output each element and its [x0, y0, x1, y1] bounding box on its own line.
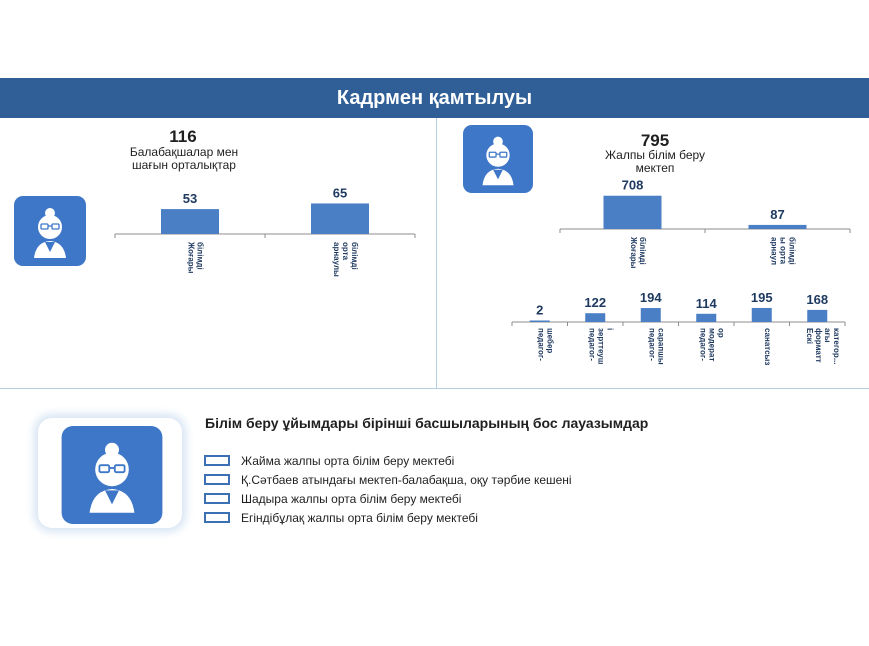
- bar: [161, 209, 219, 234]
- category-label-line: і: [605, 328, 614, 330]
- vacancy-card: [38, 418, 182, 528]
- school-total: 795: [640, 131, 670, 150]
- vacancy-label: Егіндібұлақ жалпы орта білім беру мектеб…: [241, 510, 478, 525]
- category-label-line: педагог-: [587, 328, 596, 361]
- category-label-line: шебер: [545, 328, 554, 353]
- bar: [529, 320, 550, 322]
- checkbox-icon[interactable]: [204, 474, 230, 485]
- category-label-line: білімді: [788, 237, 797, 265]
- category-label-line: педагог-: [647, 328, 656, 361]
- category-label-line: категор...: [832, 328, 841, 365]
- teacher-avatar-icon: [14, 196, 86, 266]
- list-item: Қ.Сәтбаев атындағы мектеп-балабақша, оқу…: [204, 470, 572, 489]
- category-label-line: педагог-: [698, 328, 707, 361]
- category-label: санатсыз: [763, 328, 772, 365]
- checkbox-icon[interactable]: [204, 493, 230, 504]
- category-label: педагог-модератор: [698, 328, 725, 361]
- category-label-line: ағы: [823, 328, 832, 343]
- checkbox-icon[interactable]: [204, 455, 230, 466]
- data-label: 87: [770, 207, 784, 222]
- category-label-line: ы орта: [779, 237, 788, 265]
- category-label-line: Жоғары: [187, 241, 196, 274]
- vertical-divider: [436, 118, 437, 388]
- data-label: 194: [640, 290, 662, 305]
- vacancy-label: Жайма жалпы орта білім беру мектебі: [241, 453, 455, 468]
- teacher-avatar-icon: [463, 124, 533, 194]
- header-banner: Кадрмен қамтылуы: [0, 78, 869, 118]
- vacancy-label: Қ.Сәтбаев атындағы мектеп-балабақша, оқу…: [241, 472, 572, 487]
- category-label-line: Ескі: [805, 328, 814, 344]
- category-label: педагог-сарапшы: [647, 328, 665, 365]
- list-item: Шадыра жалпы орта білім беру мектебі: [204, 489, 572, 508]
- category-label: педагог-зерттеуші: [587, 328, 614, 365]
- school-caption-line: Жалпы білім беру: [604, 148, 706, 162]
- data-label: 122: [584, 295, 606, 310]
- bar: [751, 307, 772, 322]
- category-label-line: арнаулы: [332, 242, 341, 277]
- bar: [696, 313, 717, 322]
- category-label: арнаулы ортабілімді: [770, 237, 797, 265]
- bar: [311, 203, 369, 234]
- category-label: арнаулыортабілімді: [332, 242, 359, 277]
- vacancies-title: Білім беру ұйымдары бірінші басшыларының…: [205, 415, 649, 431]
- category-label: Жоғарыбілімді: [629, 236, 647, 269]
- kindergarten-caption: Балабақшалар мен шағын орталықтар: [104, 146, 264, 172]
- category-label-line: орта: [341, 242, 350, 261]
- data-label: 195: [751, 290, 773, 305]
- category-label-line: педагог-: [536, 328, 545, 361]
- category-label-line: арнаул: [770, 237, 779, 265]
- bar: [603, 195, 662, 229]
- data-label: 65: [333, 185, 347, 200]
- category-label-line: білімді: [350, 242, 359, 270]
- data-label: 2: [536, 303, 543, 318]
- data-label: 708: [622, 178, 644, 193]
- horizontal-divider: [0, 388, 869, 389]
- list-item: Егіндібұлақ жалпы орта білім беру мектеб…: [204, 508, 572, 527]
- kindergarten-total: 116: [169, 127, 197, 146]
- category-label-line: ор: [716, 328, 725, 338]
- bar: [807, 309, 828, 322]
- category-label-line: форматт: [814, 328, 823, 363]
- category-label-line: білімді: [196, 242, 205, 270]
- list-item: Жайма жалпы орта білім беру мектебі: [204, 451, 572, 470]
- bar: [585, 313, 606, 322]
- category-label-line: білімді: [638, 237, 647, 265]
- category-label-line: модерат: [707, 328, 716, 361]
- category-label-line: санатсыз: [763, 328, 772, 365]
- category-label-line: Жоғары: [629, 236, 638, 269]
- checkbox-icon[interactable]: [204, 512, 230, 523]
- bar: [748, 224, 807, 229]
- category-label: Ескіформаттағыкатегор...: [805, 328, 841, 365]
- category-label: Жоғарыбілімді: [187, 241, 205, 274]
- data-label: 168: [806, 292, 828, 307]
- vacancy-list: Жайма жалпы орта білім беру мектебі Қ.Сә…: [204, 451, 572, 527]
- kindergarten-caption-line: шағын орталықтар: [132, 158, 236, 172]
- page-title: Кадрмен қамтылуы: [336, 87, 533, 109]
- school-caption: Жалпы білім беру мектеп: [580, 149, 730, 175]
- school-caption-line: мектеп: [635, 161, 675, 175]
- category-label-line: зерттеуш: [596, 328, 605, 365]
- data-label: 114: [696, 296, 718, 311]
- kindergarten-caption-line: Балабақшалар мен: [129, 145, 239, 159]
- data-label: 53: [183, 191, 197, 206]
- teacher-avatar-icon: [61, 426, 163, 524]
- vacancy-label: Шадыра жалпы орта білім беру мектебі: [241, 491, 462, 506]
- bar: [640, 308, 661, 322]
- category-label: педагог-шебер: [536, 328, 554, 361]
- category-label-line: сарапшы: [656, 328, 665, 365]
